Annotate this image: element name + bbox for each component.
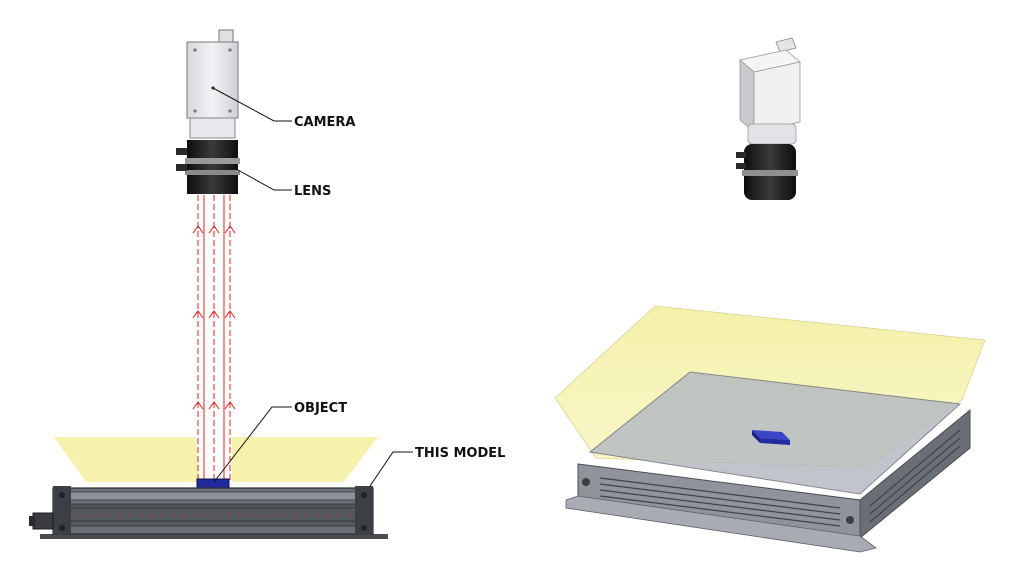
side-view: CAMERA LENS OBJECT THIS MODEL — [29, 29, 505, 539]
lens-label: LENS — [294, 184, 331, 199]
callout-lines — [212, 87, 413, 487]
this-model-label: THIS MODEL — [415, 446, 505, 461]
object-icon — [196, 478, 230, 489]
camera-icon — [186, 29, 239, 139]
optical-rays — [192, 195, 236, 482]
lens-icon — [176, 140, 240, 194]
object-iso-front — [760, 438, 790, 445]
light-beam-side — [54, 437, 378, 482]
camera-label: CAMERA — [294, 115, 356, 130]
object-iso-side — [752, 430, 760, 443]
object-label: OBJECT — [294, 401, 347, 416]
isometric-view — [554, 37, 986, 553]
lens-iso-icon — [736, 144, 798, 200]
object-iso-icon — [752, 430, 790, 440]
light-housing-icon — [29, 486, 388, 539]
camera-iso-icon — [739, 37, 801, 145]
